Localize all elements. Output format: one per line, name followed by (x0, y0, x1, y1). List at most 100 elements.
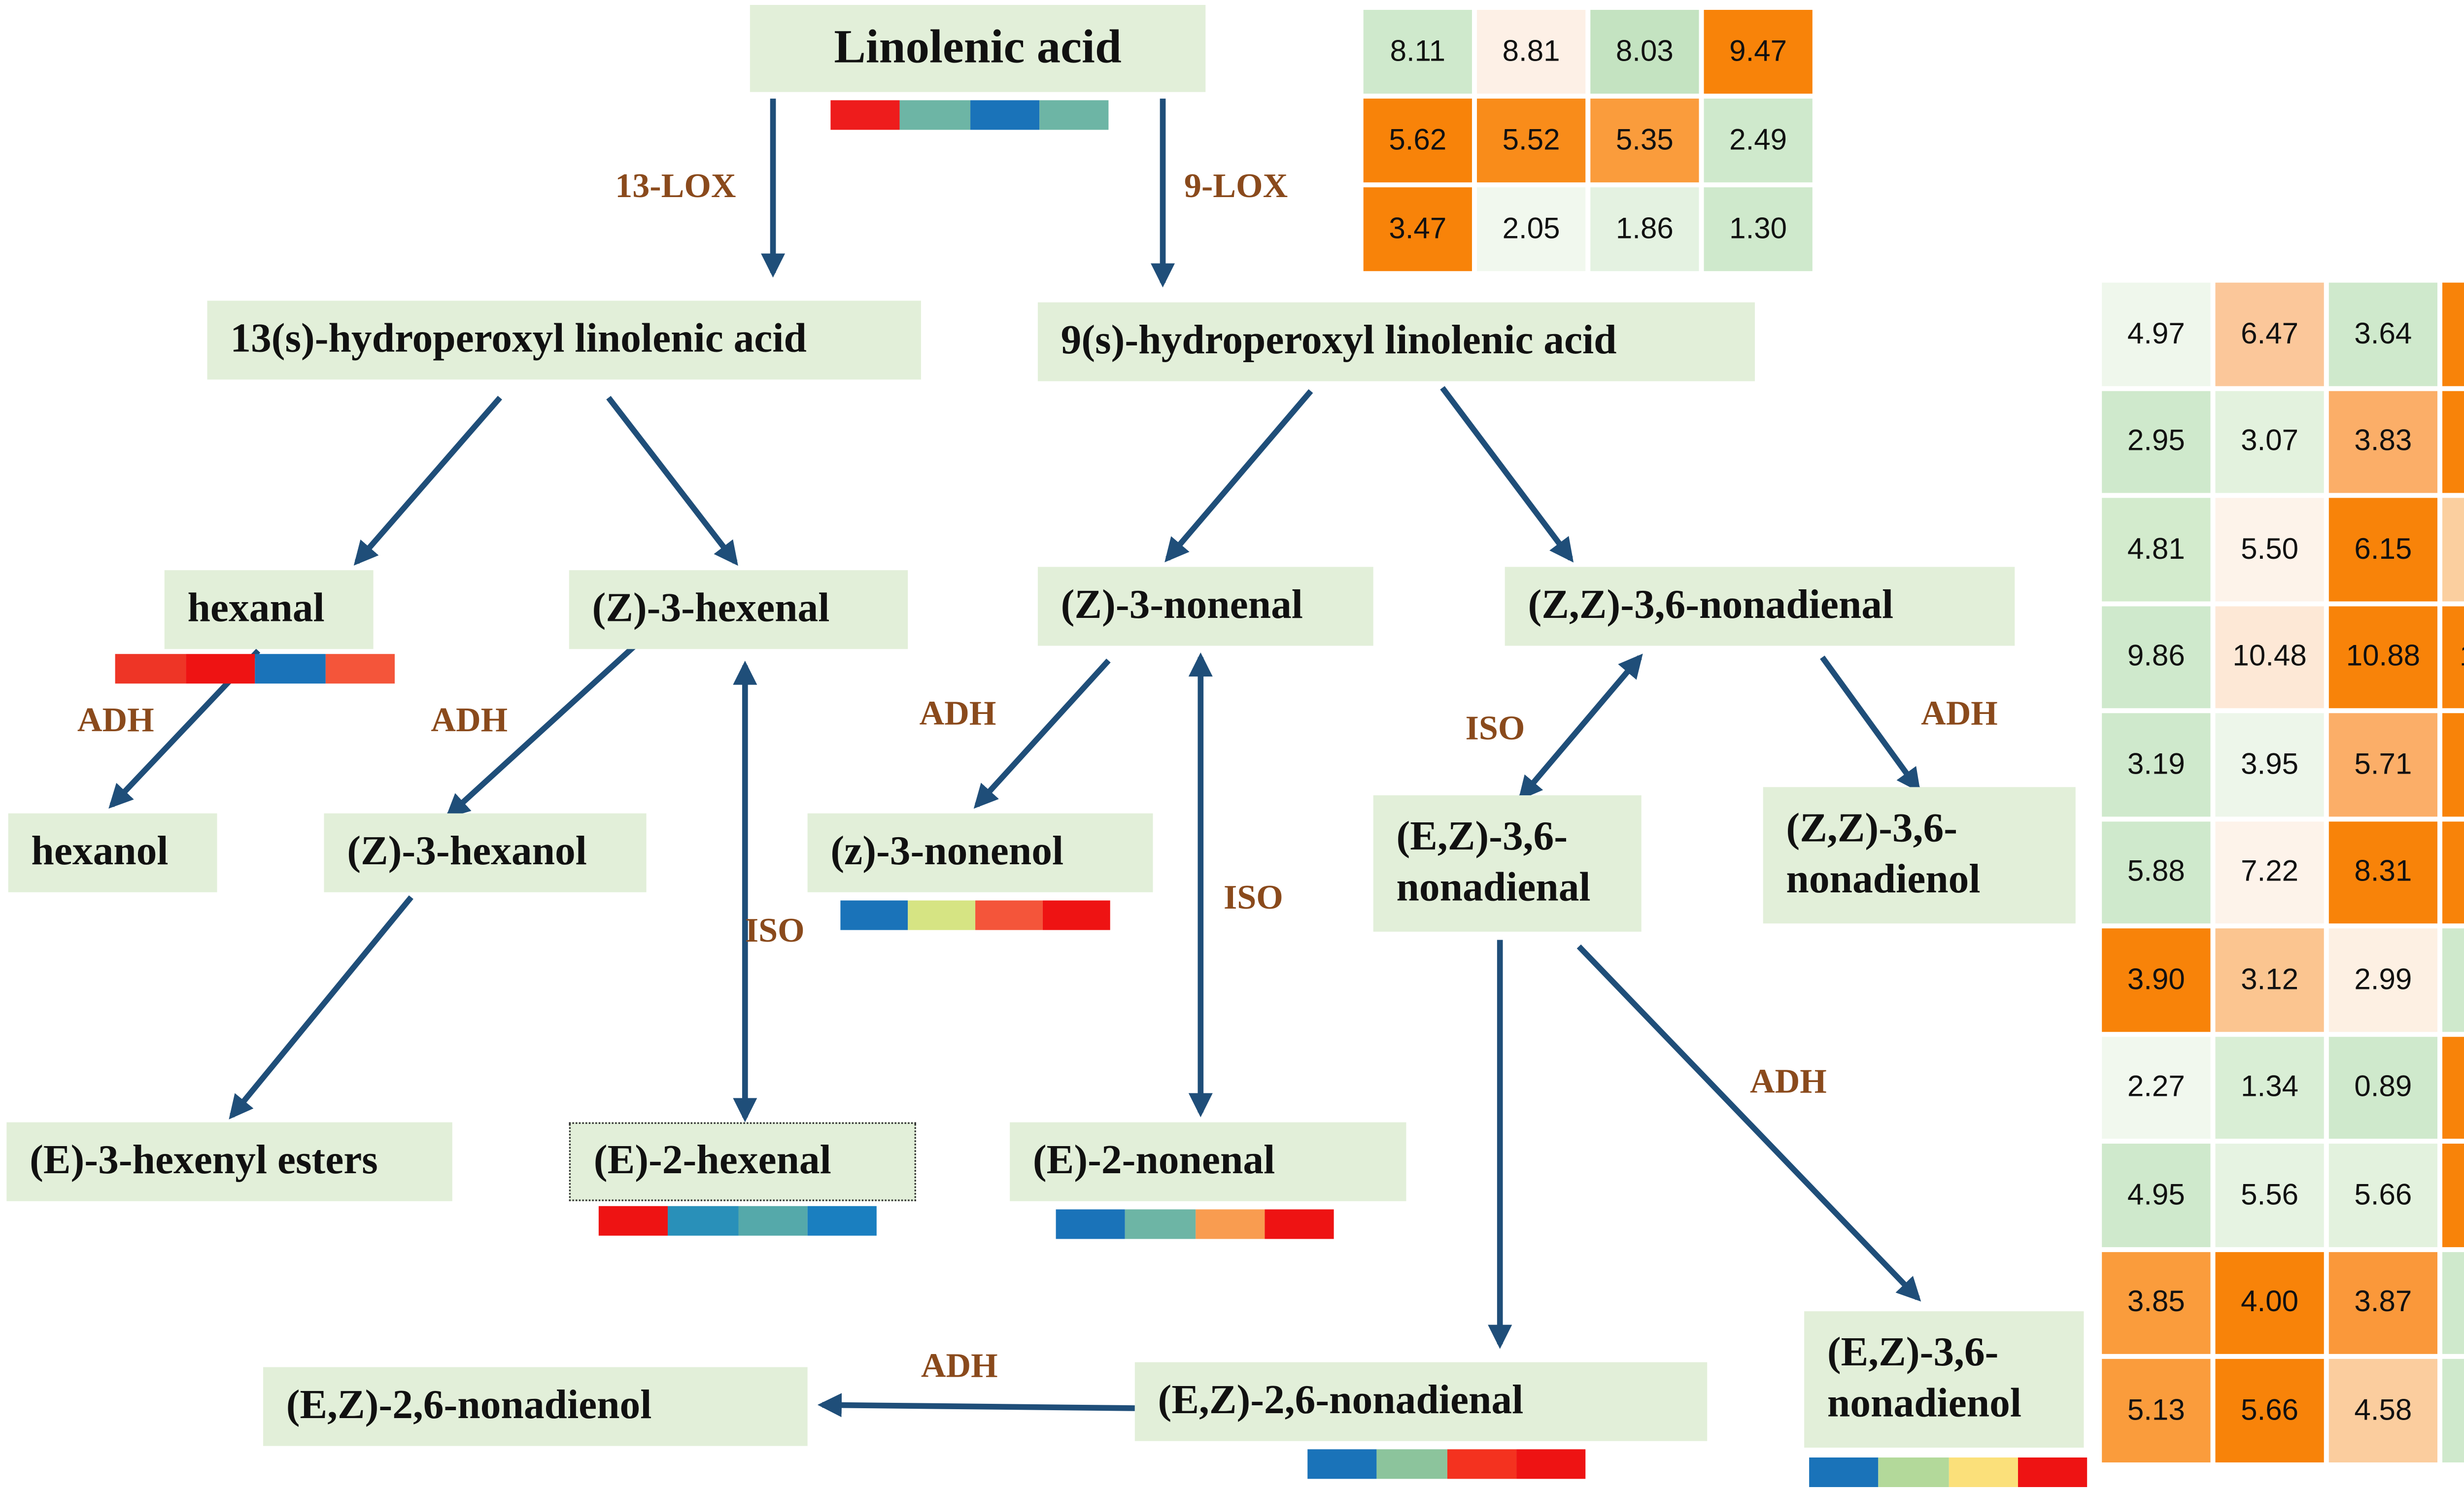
arrow-z3-hexenal-to-z3-hexanol (445, 644, 637, 818)
arrow-z3-nonenal-to-z3-nonenol (973, 658, 1111, 809)
heatmap-cell: 3.85 (2102, 1251, 2211, 1354)
heatmap-cell: 2.99 (2328, 928, 2438, 1031)
node-z3-hexenal: (Z)-3-hexenal (569, 570, 908, 649)
heatmap-cell: 1.10 (2442, 928, 2464, 1031)
enzyme-label-iso-nonadienal: ISO (1465, 708, 1525, 748)
arrow-ez36-nonadienal-to-nonadienol (1576, 944, 1921, 1302)
strip-segment (1446, 1449, 1516, 1479)
node-z3-nonenal: (Z)-3-nonenal (1037, 567, 1373, 646)
strip-segment (1377, 1449, 1447, 1479)
heatmap-cell: 5.66 (2328, 1144, 2438, 1247)
color-strip-hexanal (115, 654, 395, 684)
heatmap-cell: 2.95 (2102, 390, 2211, 493)
heatmap-cell: 7.70 (2442, 282, 2464, 386)
heatmap-cell: 6.27 (2442, 713, 2464, 816)
arrow-z3-hexanol-to-hexenyl-esters (229, 895, 413, 1119)
heatmap-cell: 3.12 (2215, 928, 2324, 1031)
enzyme-label-iso-hexenal: ISO (745, 910, 805, 950)
arrow-hpo13-to-hexanal (353, 396, 502, 566)
heatmap-cell: 6.95 (2442, 1144, 2464, 1247)
arrow-hpo9-to-z3-nonenal (1164, 389, 1313, 563)
heatmap-cell: 10.88 (2328, 605, 2438, 709)
heatmap-cell: 3.19 (2102, 713, 2211, 816)
heatmap-cell: 2.49 (1704, 99, 1813, 183)
heatmap-cell: 4.13 (2442, 390, 2464, 493)
heatmap-cell: 3.47 (1363, 187, 1472, 271)
arrow-zz36-iso-ez36-nonadienal (1518, 653, 1643, 801)
node-e2-nonenal: (E)-2-nonenal (1010, 1122, 1406, 1201)
heatmap-cell: 8.81 (1476, 10, 1586, 94)
enzyme-label-adh-zz36-nonadienol: ADH (1921, 693, 1998, 733)
strip-segment (807, 1206, 877, 1236)
node-zz36-nonadienol: (Z,Z)-3,6- nonadienol (1763, 787, 2076, 924)
strip-segment (737, 1206, 807, 1236)
heatmap-cell: 5.50 (2215, 498, 2324, 601)
node-ez26-nonadienal: (E,Z)-2,6-nonadienal (1134, 1362, 1708, 1441)
strip-segment (840, 900, 908, 930)
strip-segment (975, 900, 1043, 930)
heatmap-cell: 2.87 (2442, 1251, 2464, 1354)
heatmap-cell: 3.64 (2328, 282, 2438, 386)
strip-segment (668, 1206, 738, 1236)
heatmap-cell: 6.47 (2215, 282, 2324, 386)
strip-segment (1195, 1209, 1265, 1239)
arrow-zz36-nonadienal-to-nonadienol (1820, 655, 1921, 793)
enzyme-label-adh-z3-hexanol: ADH (431, 700, 508, 740)
node-13s-hydroperoxyl-linolenic-acid: 13(s)-hydroperoxyl linolenic acid (207, 301, 921, 380)
heatmap-cell: 1.86 (1590, 187, 1699, 271)
node-linolenic-acid: Linolenic acid (750, 5, 1206, 92)
heatmap-cell: 5.13 (2102, 1358, 2211, 1462)
arrow-hpo13-to-z3-hexenal (606, 396, 738, 566)
heatmap-cell: 8.35 (2442, 820, 2464, 924)
strip-segment (2018, 1457, 2088, 1487)
heatmap-cell: 1.96 (2442, 1358, 2464, 1462)
enzyme-label-9-lox: 9-LOX (1184, 166, 1288, 205)
heatmap-cell: 6.15 (2328, 498, 2438, 601)
strip-segment (1042, 900, 1110, 930)
node-zz36-nonadienal: (Z,Z)-3,6-nonadienal (1505, 567, 2015, 646)
color-strip-e2-nonenal (1056, 1209, 1334, 1239)
arrow-hpo9-to-zz36-nonadienal (1440, 386, 1574, 563)
heatmap-cell: 4.81 (2102, 498, 2211, 601)
color-strip-linolenic-acid (830, 100, 1109, 130)
strip-segment (1125, 1209, 1195, 1239)
node-e2-hexenal: (E)-2-hexenal (569, 1122, 916, 1201)
heatmap-cell: 5.66 (2215, 1358, 2324, 1462)
color-strip-ez26-nonadienal (1307, 1449, 1586, 1479)
node-z3-nonenol: (z)-3-nonenol (807, 813, 1153, 892)
heatmap-cell: 9.86 (2102, 605, 2211, 709)
heatmap-right: 4.976.473.647.702.953.073.834.134.815.50… (2102, 282, 2464, 1462)
node-z3-hexanol: (Z)-3-hexanol (324, 813, 647, 892)
strip-segment (830, 100, 900, 130)
enzyme-label-adh-hexanol: ADH (77, 700, 154, 740)
strip-segment (1948, 1457, 2018, 1487)
enzyme-label-adh-ez26-nonadienol: ADH (921, 1346, 998, 1386)
heatmap-cell: 5.88 (2102, 820, 2211, 924)
color-strip-ez36-nonadienol (1809, 1457, 2088, 1487)
heatmap-cell: 5.62 (1363, 99, 1472, 183)
arrow-ez26-nonadienal-to-nonadienol (817, 1393, 1135, 1418)
heatmap-cell: 4.54 (2442, 1036, 2464, 1139)
strip-segment (908, 900, 976, 930)
heatmap-cell: 1.30 (1704, 187, 1813, 271)
strip-segment (1879, 1457, 1949, 1487)
strip-segment (1264, 1209, 1334, 1239)
heatmap-cell: 7.22 (2215, 820, 2324, 924)
heatmap-cell: 8.31 (2328, 820, 2438, 924)
enzyme-label-13-lox: 13-LOX (615, 166, 736, 205)
heatmap-cell: 4.00 (2215, 1251, 2324, 1354)
strip-segment (255, 654, 325, 684)
heatmap-cell: 10.88 (2442, 605, 2464, 709)
node-hexanol: hexanol (8, 813, 217, 892)
strip-segment (1307, 1449, 1377, 1479)
enzyme-label-adh-z3-nonenol: ADH (919, 693, 996, 733)
strip-segment (1039, 100, 1109, 130)
heatmap-cell: 8.11 (1363, 10, 1472, 94)
heatmap-cell: 4.97 (2102, 282, 2211, 386)
heatmap-cell: 10.48 (2215, 605, 2324, 709)
heatmap-cell: 5.52 (1476, 99, 1586, 183)
